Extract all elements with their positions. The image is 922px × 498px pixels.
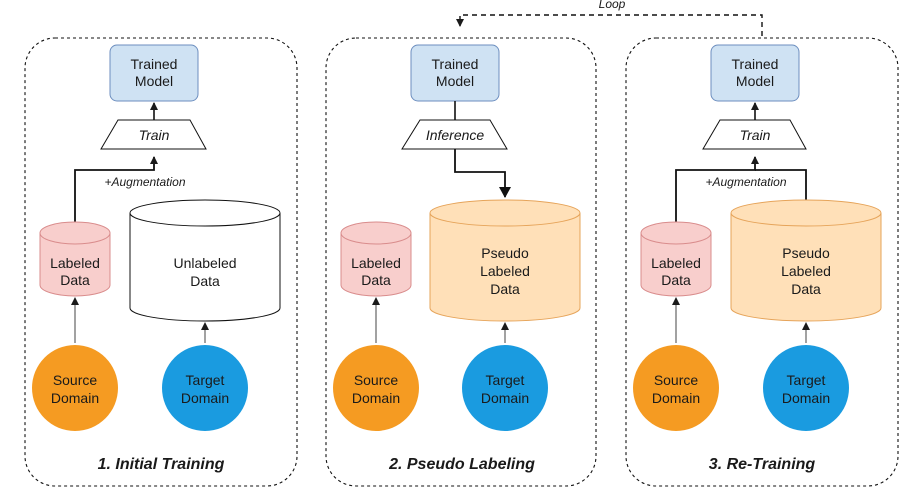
pseudo-labeled-cylinder [730,199,882,322]
trained-model-box [109,44,199,102]
trained-model-label: Model [436,73,474,89]
pseudo-labeled-label: Pseudo [481,245,529,261]
panel-re-training: Trained Model Train +Augmentation Labele… [625,37,899,487]
labeled-data-label: Labeled [351,255,401,271]
trained-model-box [710,44,800,102]
train-step-trapezoid [100,119,207,150]
panel-frame [325,37,597,487]
source-domain-label: Domain [51,390,99,406]
target-domain-label: Domain [181,390,229,406]
pseudo-labeled-label: Data [791,281,821,297]
loop-arrow [456,14,763,36]
inference-to-pseudo-arrow [454,149,511,198]
source-domain-label: Source [53,372,98,388]
labeled-data-cylinder [39,221,111,297]
labeled-data-cylinder [340,221,412,297]
trained-model-label: Trained [732,56,779,72]
trained-model-label: Trained [432,56,479,72]
trained-model-label: Trained [131,56,178,72]
unlabeled-data-cylinder [129,199,281,322]
pseudo-labeled-label: Labeled [781,263,831,279]
target-domain-circle [763,345,849,431]
target-domain-label: Domain [782,390,830,406]
unlabeled-data-label: Data [190,273,220,289]
trained-model-label: Model [135,73,173,89]
pseudo-labeled-label: Data [490,281,520,297]
labeled-data-label: Data [60,272,90,288]
inference-step-trapezoid [401,119,508,150]
source-domain-circle [633,345,719,431]
target-domain-label: Target [186,372,225,388]
panel-title: 1. Initial Training [98,456,225,473]
target-domain-label: Target [486,372,525,388]
loop-label: Loop [599,0,626,11]
panel-frame [625,37,899,487]
train-step-label: Train [139,127,170,143]
labeled-data-label: Labeled [651,255,701,271]
source-domain-label: Source [354,372,399,388]
panel-title: 2. Pseudo Labeling [388,456,535,473]
inference-step-label: Inference [426,127,485,143]
pseudo-labeled-cylinder [429,199,581,322]
train-step-label: Train [740,127,771,143]
trained-model-label: Model [736,73,774,89]
panel-title: 3. Re-Training [709,456,816,473]
source-domain-label: Domain [352,390,400,406]
source-domain-circle [333,345,419,431]
labeled-to-train-arrow [74,156,158,223]
target-domain-label: Target [787,372,826,388]
labeled-data-label: Labeled [50,255,100,271]
target-domain-circle [162,345,248,431]
panel-initial-training: Trained Model Train +Augmentation Labele… [24,37,298,487]
target-domain-circle [462,345,548,431]
unlabeled-data-label: Unlabeled [173,255,236,271]
source-domain-circle [32,345,118,431]
augmentation-label: +Augmentation [705,175,786,189]
source-domain-label: Domain [652,390,700,406]
pseudo-to-train-line [755,169,807,200]
labeled-data-label: Data [661,272,691,288]
labeled-to-train-arrow [675,156,759,223]
source-domain-label: Source [654,372,699,388]
target-domain-label: Domain [481,390,529,406]
train-step-trapezoid [702,119,807,150]
pseudo-labeled-label: Pseudo [782,245,830,261]
labeled-data-label: Data [361,272,391,288]
augmentation-label: +Augmentation [104,175,185,189]
pseudo-labeled-label: Labeled [480,263,530,279]
labeled-data-cylinder [640,221,712,297]
panel-frame [24,37,298,487]
panel-pseudo-labeling: Trained Model Inference Labeled Data Pse… [325,37,597,487]
